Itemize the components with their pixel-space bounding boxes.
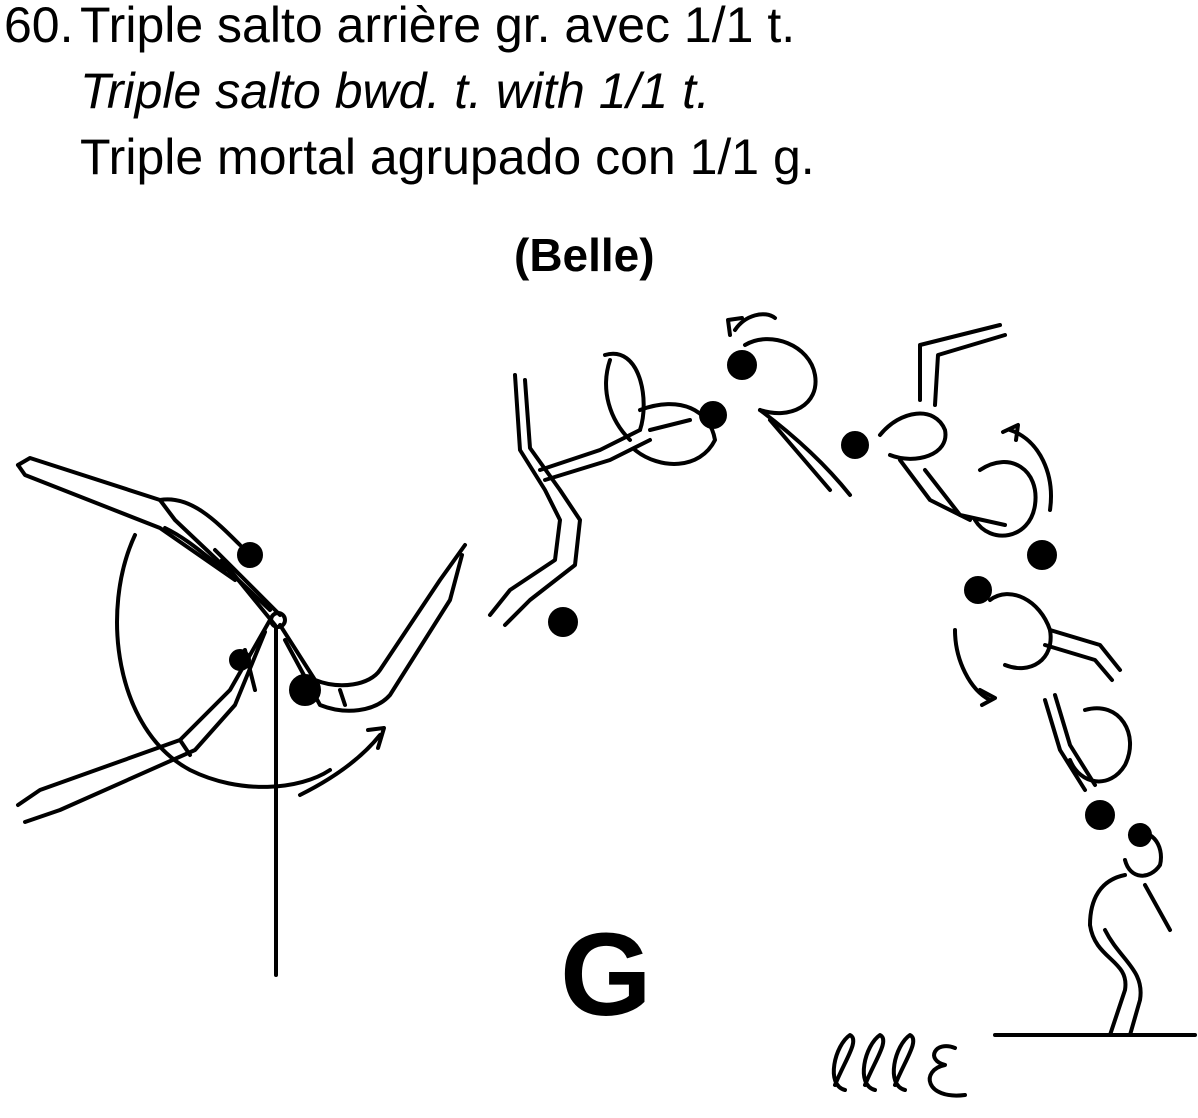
element-title-french: 60.Triple salto arrière gr. avec 1/1 t. [4, 0, 795, 54]
gymnast-figure-top-swing [16, 456, 282, 627]
swing-circle-path [115, 533, 332, 789]
element-name-english: Triple salto bwd. t. with 1/1 t. [80, 63, 710, 119]
gymnast-figure-descent-3 [1043, 693, 1132, 792]
gymnast-name: (Belle) [514, 229, 655, 281]
symbol-notation [831, 1033, 967, 1098]
gymnast-figure-landing [1088, 830, 1172, 1037]
gymnast-figure-flight-1 [488, 373, 652, 627]
element-number: 60. [4, 0, 74, 53]
high-bar [269, 610, 287, 977]
gymnast-figure-descent-2 [953, 592, 1122, 707]
swing-arrow [298, 733, 382, 797]
element-name-french: Triple salto arrière gr. avec 1/1 t. [80, 0, 796, 53]
gymnast-figure-tuck-2 [726, 312, 852, 497]
difficulty-value: G [560, 909, 652, 1041]
element-name-spanish: Triple mortal agrupado con 1/1 g. [80, 129, 815, 185]
gymnast-figure-down-swing [16, 618, 272, 824]
gymnast-figure-descent-1 [923, 423, 1053, 538]
swing-arrow-head [366, 726, 386, 750]
gymnast-figure-tuck-1 [603, 351, 717, 466]
